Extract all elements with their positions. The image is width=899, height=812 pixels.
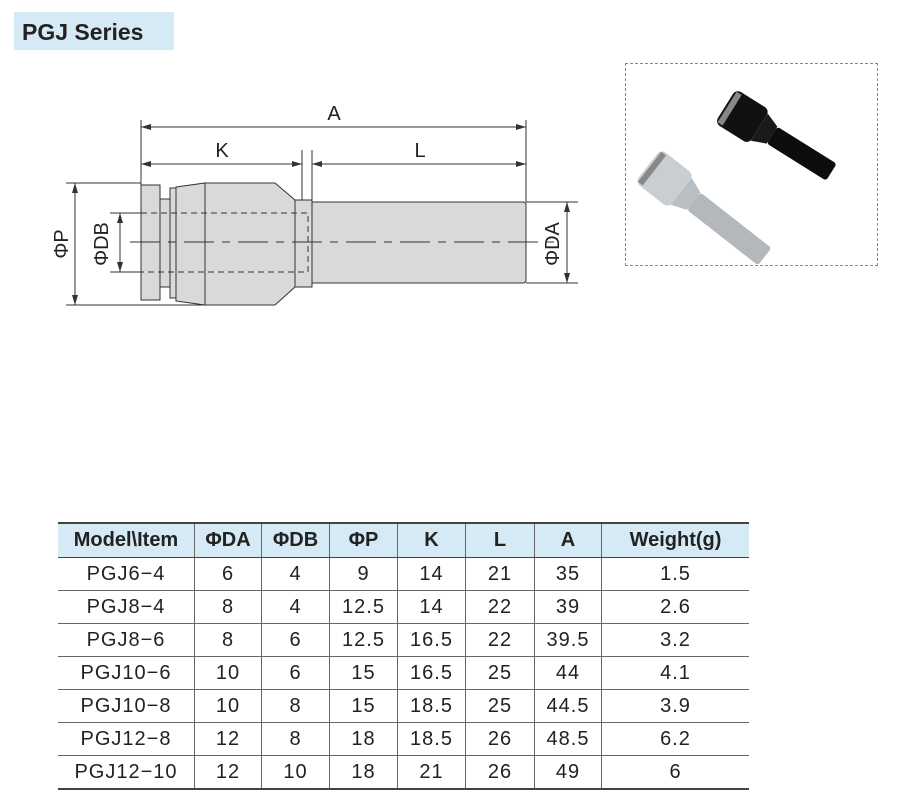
product-photo [625,63,878,266]
cell-db: 8 [261,689,330,723]
cell-weight: 6.2 [601,722,749,756]
cell-model: PGJ12−8 [58,722,195,756]
cell-p: 18 [329,722,398,756]
header-da: ΦDA [194,522,262,558]
cell-l: 22 [465,623,535,657]
cell-da: 6 [194,557,262,591]
cell-db: 8 [261,722,330,756]
cell-p: 15 [329,656,398,690]
cell-l: 21 [465,557,535,591]
cell-a: 44.5 [534,689,602,723]
cell-model: PGJ10−6 [58,656,195,690]
cell-l: 26 [465,755,535,790]
cell-da: 12 [194,755,262,790]
cell-a: 49 [534,755,602,790]
cell-model: PGJ12−10 [58,755,195,790]
cell-k: 14 [397,590,466,624]
label-k: K [215,140,229,162]
label-da: ΦDA [542,221,564,265]
header-db: ΦDB [261,522,330,558]
cell-k: 16.5 [397,623,466,657]
cell-model: PGJ10−8 [58,689,195,723]
cell-weight: 1.5 [601,557,749,591]
cell-weight: 2.6 [601,590,749,624]
cell-l: 26 [465,722,535,756]
cell-da: 10 [194,689,262,723]
cell-a: 39.5 [534,623,602,657]
cell-l: 22 [465,590,535,624]
cell-db: 6 [261,656,330,690]
header-p: ΦP [329,522,398,558]
specification-table: Model\Item ΦDA ΦDB ΦP K L A Weight(g) PG… [58,522,749,790]
cell-p: 15 [329,689,398,723]
cell-weight: 6 [601,755,749,790]
cell-weight: 3.9 [601,689,749,723]
cell-p: 12.5 [329,590,398,624]
label-db: ΦDB [91,222,113,266]
header-weight: Weight(g) [601,522,749,558]
cell-db: 6 [261,623,330,657]
cell-db: 4 [261,557,330,591]
cell-weight: 4.1 [601,656,749,690]
cell-k: 21 [397,755,466,790]
cell-a: 44 [534,656,602,690]
cell-k: 14 [397,557,466,591]
cell-k: 18.5 [397,722,466,756]
cell-da: 12 [194,722,262,756]
header-l: L [465,522,535,558]
cell-p: 9 [329,557,398,591]
cell-l: 25 [465,656,535,690]
cell-model: PGJ8−4 [58,590,195,624]
cell-a: 48.5 [534,722,602,756]
cell-da: 8 [194,623,262,657]
cell-db: 4 [261,590,330,624]
cell-model: PGJ8−6 [58,623,195,657]
cell-da: 10 [194,656,262,690]
label-p: ΦP [51,229,73,258]
header-model: Model\Item [58,522,195,558]
series-title: PGJ Series [14,12,174,50]
cell-db: 10 [261,755,330,790]
header-k: K [397,522,466,558]
cell-p: 12.5 [329,623,398,657]
cell-weight: 3.2 [601,623,749,657]
cell-k: 16.5 [397,656,466,690]
cell-p: 18 [329,755,398,790]
label-a: A [327,103,341,125]
dimension-drawing: A K L ΦP ΦDB ΦDA [51,103,578,306]
cell-da: 8 [194,590,262,624]
cell-model: PGJ6−4 [58,557,195,591]
cell-a: 35 [534,557,602,591]
table-header-row: Model\Item ΦDA ΦDB ΦP K L A Weight(g) [58,522,749,558]
cell-l: 25 [465,689,535,723]
cell-k: 18.5 [397,689,466,723]
cell-a: 39 [534,590,602,624]
label-l: L [414,140,425,162]
header-a: A [534,522,602,558]
